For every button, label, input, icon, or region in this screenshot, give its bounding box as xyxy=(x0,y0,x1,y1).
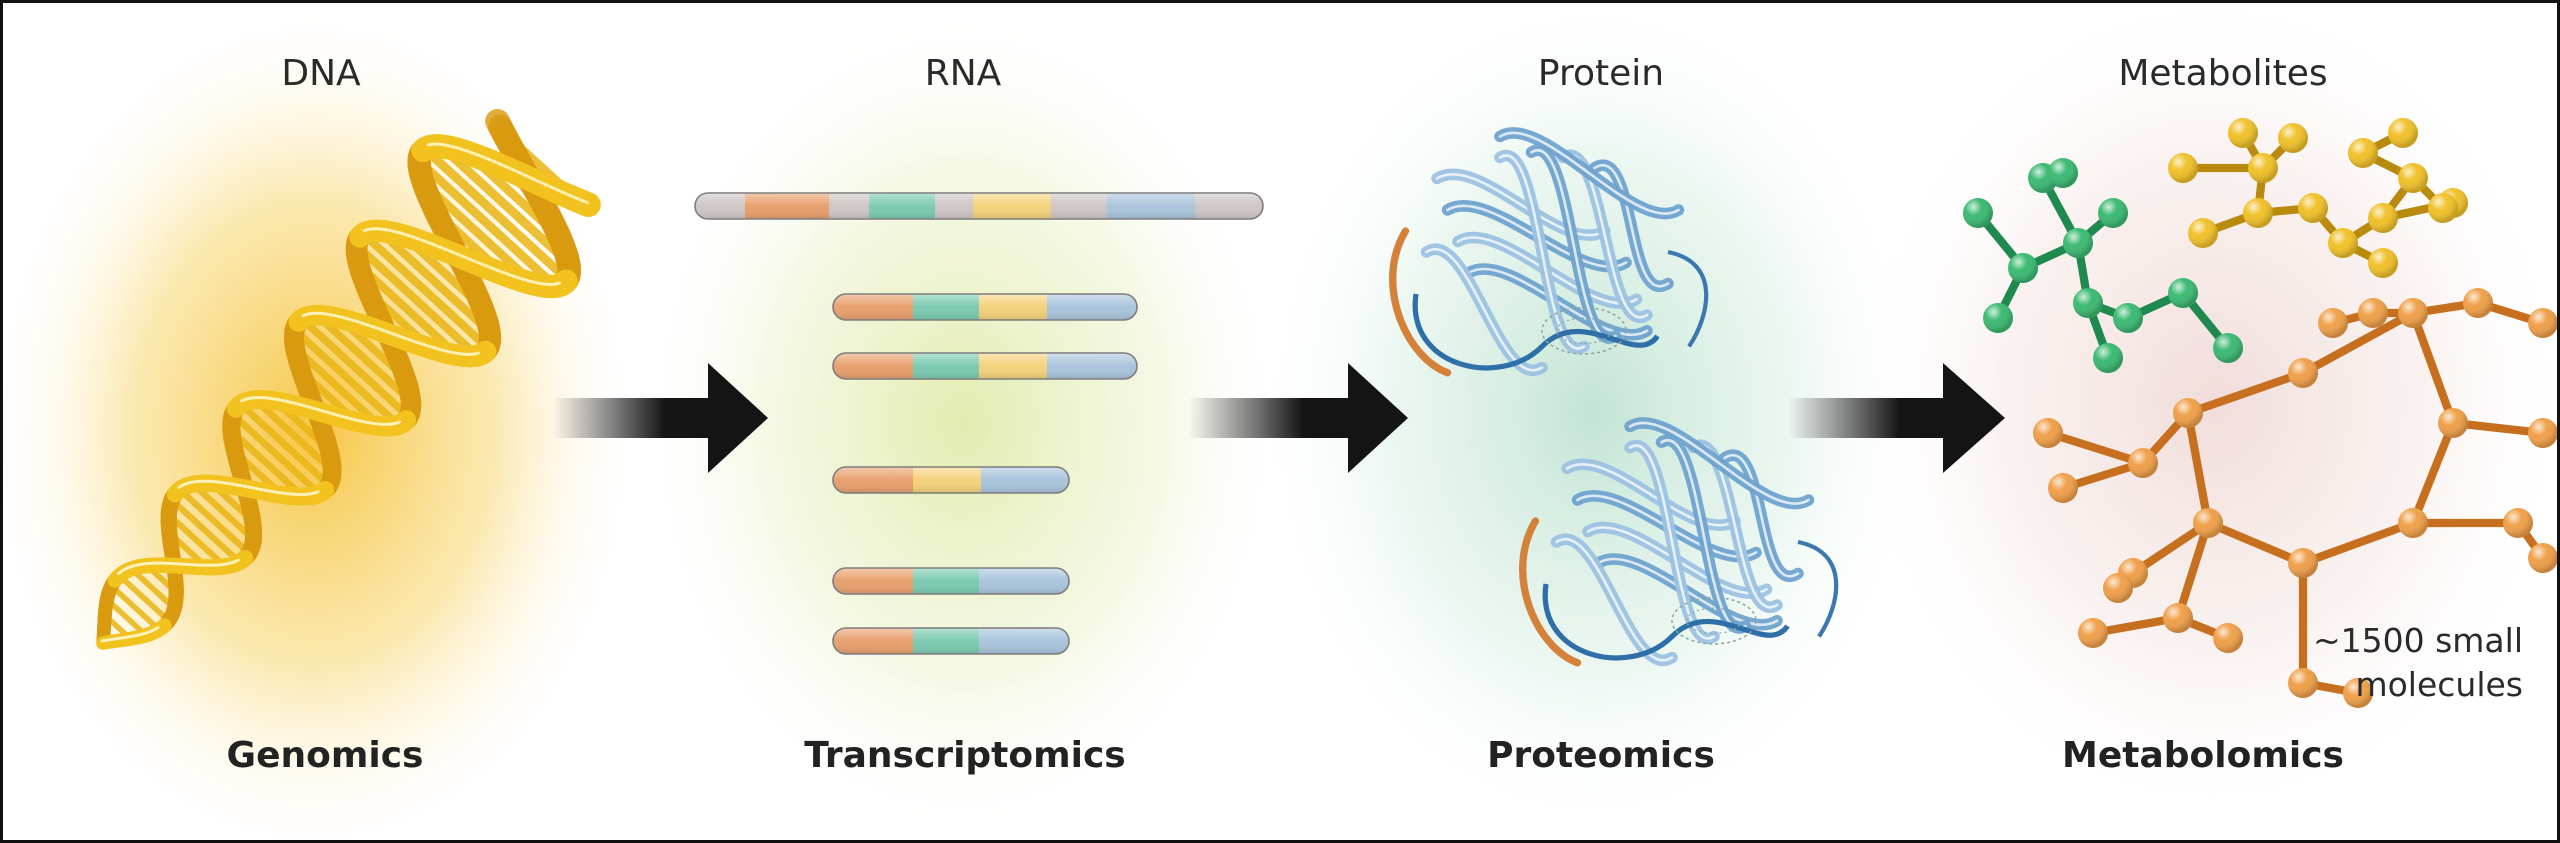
diagram-artwork xyxy=(3,3,2557,840)
base-pair-rung xyxy=(189,480,257,543)
base-pair-rung xyxy=(128,565,178,612)
arrow-rna-to-protein-icon xyxy=(1188,363,1408,473)
protein-glow xyxy=(1253,3,1933,840)
protein-structures xyxy=(1389,127,1839,667)
transcriptomics-label: Transcriptomics xyxy=(804,735,1126,776)
pre-mrna-bar xyxy=(694,192,1264,220)
protein-structure-2 xyxy=(1519,417,1839,667)
metabolite-count-line1: ~1500 small xyxy=(2312,621,2523,660)
protein-structure-1 xyxy=(1389,127,1709,377)
green-molecule xyxy=(1963,158,2243,373)
base-pair-rung xyxy=(228,427,307,500)
mrna-bar-3 xyxy=(832,466,1070,494)
base-pair-rung xyxy=(291,344,385,430)
arrow-protein-to-metabolites-icon xyxy=(1788,363,2005,473)
base-pair-rung xyxy=(237,400,333,489)
dna-label: DNA xyxy=(281,53,361,94)
base-pair-rung xyxy=(168,496,243,566)
base-pair-rung xyxy=(352,241,482,360)
mrna-bar-1 xyxy=(832,293,1138,321)
rna-label: RNA xyxy=(924,53,1002,94)
mrna-bar-2 xyxy=(832,352,1138,380)
base-pair-rung xyxy=(375,226,494,337)
base-pair-rung xyxy=(436,141,573,268)
arrow-dna-to-rna-icon xyxy=(553,363,768,473)
yellow-molecule xyxy=(2168,118,2468,278)
dna-helix-icon xyxy=(96,108,601,650)
metabolite-count-note: ~1500 small molecules xyxy=(2233,619,2523,707)
metabolomics-label: Metabolomics xyxy=(2062,735,2344,776)
base-pair-rung xyxy=(229,411,323,498)
proteomics-label: Proteomics xyxy=(1487,735,1715,776)
metabolites-label: Metabolites xyxy=(2118,53,2328,94)
base-pair-rung xyxy=(176,486,253,557)
rna-transcripts xyxy=(694,192,1264,655)
base-pair-rung xyxy=(354,261,462,360)
genomics-label: Genomics xyxy=(226,735,424,776)
flow-arrows xyxy=(553,363,2005,473)
metabolite-molecules xyxy=(1963,118,2557,708)
base-pair-rung xyxy=(104,596,149,639)
metabolite-count-line2: molecules xyxy=(2355,665,2523,704)
base-pair-rung xyxy=(251,396,336,474)
base-pair-rung xyxy=(298,315,413,421)
mrna-bar-4 xyxy=(832,567,1070,595)
base-pair-rung xyxy=(116,572,172,624)
base-pair-rung xyxy=(414,156,560,291)
base-pair-rung xyxy=(165,511,229,570)
base-pair-rung xyxy=(359,229,493,353)
base-pair-rung xyxy=(108,583,162,633)
base-pair-rung xyxy=(290,326,403,429)
mrna-bar-5 xyxy=(832,627,1070,655)
base-pair-rung xyxy=(313,311,415,405)
base-pair-rung xyxy=(420,144,572,284)
orange-molecule xyxy=(2033,288,2557,708)
protein-label: Protein xyxy=(1537,53,1665,94)
